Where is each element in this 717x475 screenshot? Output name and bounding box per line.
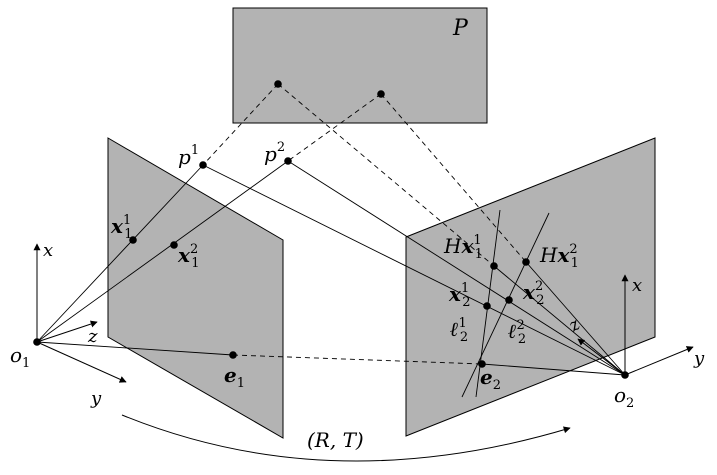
solid-rays (36, 160, 626, 398)
point-x21 (483, 302, 491, 310)
point-x22 (505, 296, 513, 304)
plane-p-label: P (452, 16, 469, 41)
camera1-axes (33, 243, 127, 383)
image-plane-1 (107, 137, 284, 439)
image-plane-2 (405, 137, 656, 437)
o1-label: o1 (10, 343, 30, 371)
point-x11 (129, 236, 137, 244)
o2-label: o2 (614, 383, 634, 411)
point-hx12 (522, 258, 530, 266)
dashed-projections (202, 83, 527, 365)
cam1-z-label: z (87, 326, 98, 347)
cam1-x-label: x (43, 240, 53, 261)
motion-arc (121, 414, 571, 462)
plane-p (232, 7, 488, 124)
origin-o1 (33, 338, 41, 346)
point-e1 (229, 351, 237, 359)
point-x12 (170, 241, 178, 249)
motion-label: (R, T) (307, 428, 364, 452)
e1-label: e1 (224, 363, 245, 391)
p1-label: p1 (178, 143, 199, 169)
camera2-axes (577, 274, 694, 376)
points (33, 80, 629, 379)
e2-label: e2 (480, 365, 501, 393)
origin-o2 (621, 371, 629, 379)
point-e2 (478, 360, 486, 368)
p2-label: p2 (264, 140, 285, 166)
cam1-y-label: y (90, 388, 102, 409)
point-p2 (284, 157, 292, 165)
plane-point-2 (377, 90, 385, 98)
point-p1 (199, 161, 207, 169)
cam2-y-label: y (693, 348, 705, 369)
point-hx11 (490, 262, 498, 270)
plane-point-1 (274, 80, 282, 88)
cam2-x-label: x (632, 275, 642, 296)
